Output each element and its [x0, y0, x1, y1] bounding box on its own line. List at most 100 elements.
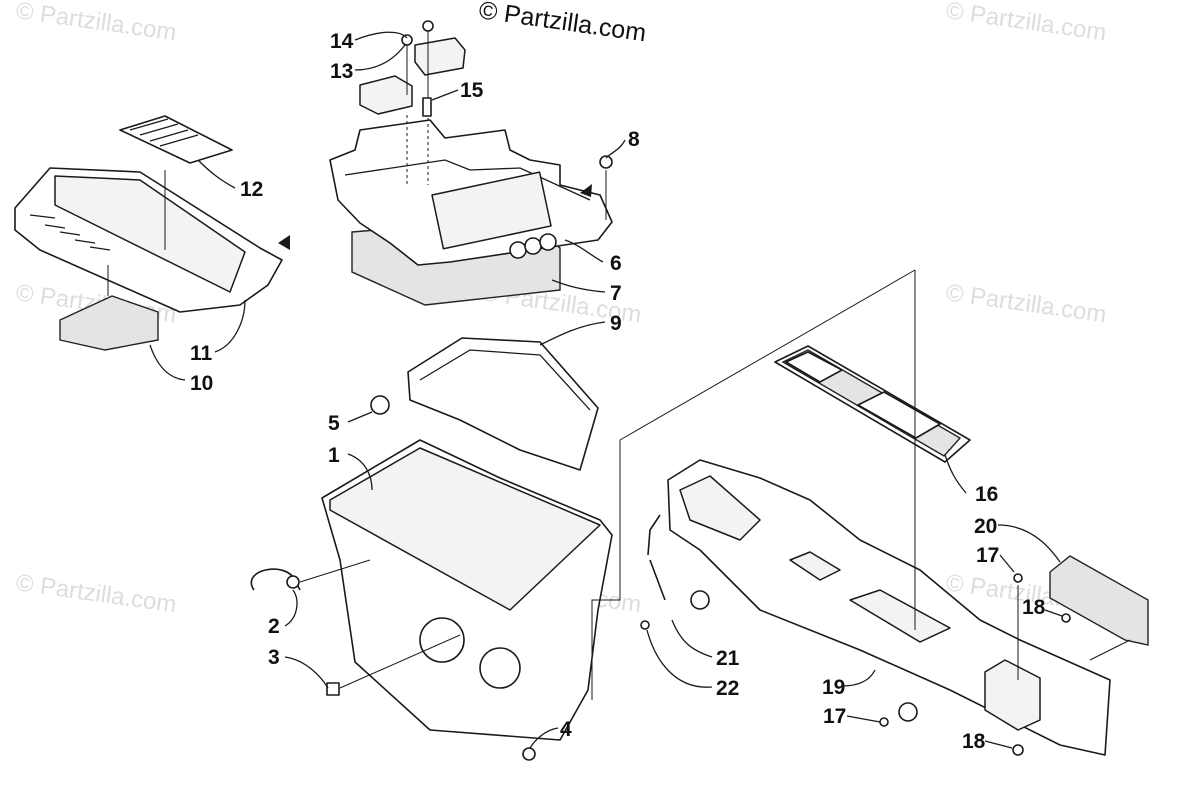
tray-compartment	[431, 171, 552, 250]
spacer	[422, 97, 432, 117]
leader-line	[347, 453, 373, 491]
leader-line	[347, 411, 373, 423]
callout-12: 12	[240, 178, 263, 201]
callout-2: 2	[268, 615, 280, 638]
callout-15: 15	[460, 79, 484, 102]
grommet	[690, 590, 710, 610]
leader-line	[671, 619, 713, 658]
screw-head	[401, 34, 413, 46]
watermark: © Partzilla.com	[14, 0, 178, 46]
leader-line	[354, 31, 408, 41]
decal	[119, 115, 233, 164]
foam-pad	[1049, 555, 1149, 646]
leader-line	[999, 554, 1015, 573]
callout-17: 17	[976, 544, 999, 567]
leader-line	[551, 279, 606, 293]
callout-18: 18	[1022, 596, 1046, 619]
orientation-arrow-icon	[580, 184, 592, 197]
foam-block	[59, 295, 159, 351]
callout-18: 18	[962, 730, 986, 753]
decal-text-lines	[129, 118, 199, 147]
console-vent	[984, 659, 1041, 731]
airbox-assembly	[250, 337, 621, 761]
assembly-line	[591, 440, 621, 700]
intake-port	[419, 617, 465, 663]
leader-line	[984, 740, 1013, 749]
callout-19: 19	[822, 676, 845, 699]
electrical-tray-assembly	[329, 20, 613, 306]
callout-14: 14	[330, 30, 354, 53]
callout-10: 10	[190, 372, 213, 395]
assembly-line	[339, 634, 461, 689]
leader-line	[997, 524, 1061, 563]
copyright-notice: © Partzilla.com	[477, 0, 648, 47]
drain-cap	[522, 747, 536, 761]
cable	[647, 514, 666, 601]
nut	[1061, 613, 1071, 623]
callout-9: 9	[610, 312, 622, 335]
grommet	[509, 241, 527, 259]
push-rivet	[599, 155, 613, 169]
leader-line	[846, 715, 881, 723]
leader-line	[149, 344, 186, 381]
leader-line	[646, 629, 713, 688]
gasket-openings	[785, 351, 941, 439]
leader-line	[1044, 609, 1063, 617]
screw	[1013, 573, 1023, 583]
callout-1: 1	[328, 444, 340, 467]
panel-switch-slots	[29, 214, 111, 251]
callout-5: 5	[328, 412, 340, 435]
leader-line	[284, 656, 329, 689]
callout-4: 4	[560, 718, 572, 741]
leader-line	[197, 159, 236, 189]
leader-line	[944, 454, 967, 494]
assembly-line	[619, 269, 916, 441]
leader-line	[841, 669, 876, 687]
watermark: © Partzilla.com	[14, 569, 178, 618]
grommet	[524, 237, 542, 255]
console-pocket	[679, 475, 761, 541]
assembly-line	[1089, 639, 1131, 661]
leader-line	[605, 139, 626, 159]
plug	[326, 682, 340, 696]
console-tray	[849, 589, 951, 643]
screw-head	[422, 20, 434, 32]
orientation-arrow-icon	[278, 235, 290, 250]
watermark: © Partzilla.com	[944, 0, 1108, 46]
callout-8: 8	[628, 128, 640, 151]
tray-inner-edge	[344, 159, 591, 201]
intake-port	[479, 647, 521, 689]
relay	[359, 75, 413, 115]
callout-13: 13	[330, 60, 353, 83]
callout-6: 6	[610, 252, 622, 275]
leader-line	[354, 44, 406, 71]
clamp-head	[286, 575, 300, 589]
airbox-lid-edge	[419, 349, 591, 411]
callout-22: 22	[716, 677, 739, 700]
callout-20: 20	[974, 515, 997, 538]
leader-line	[431, 89, 459, 101]
knob	[370, 395, 390, 415]
callout-11: 11	[190, 342, 213, 365]
console-cupholder	[789, 551, 841, 581]
callout-7: 7	[610, 282, 622, 305]
leader-line	[284, 589, 298, 627]
callout-17: 17	[823, 705, 846, 728]
nut	[1012, 744, 1024, 756]
leader-line	[564, 239, 604, 263]
callout-3: 3	[268, 646, 280, 669]
leader-line	[214, 299, 246, 353]
callout-21: 21	[716, 647, 740, 670]
console-assembly	[619, 269, 1149, 756]
screw	[640, 620, 650, 630]
relay	[414, 37, 466, 76]
grommet	[898, 702, 918, 722]
callout-16: 16	[975, 483, 998, 506]
screw	[879, 717, 889, 727]
leader-lines	[149, 31, 1063, 749]
airbox-lid	[407, 337, 599, 471]
airbox-opening	[329, 447, 601, 611]
watermark: © Partzilla.com	[944, 279, 1108, 328]
grommet	[539, 233, 557, 251]
